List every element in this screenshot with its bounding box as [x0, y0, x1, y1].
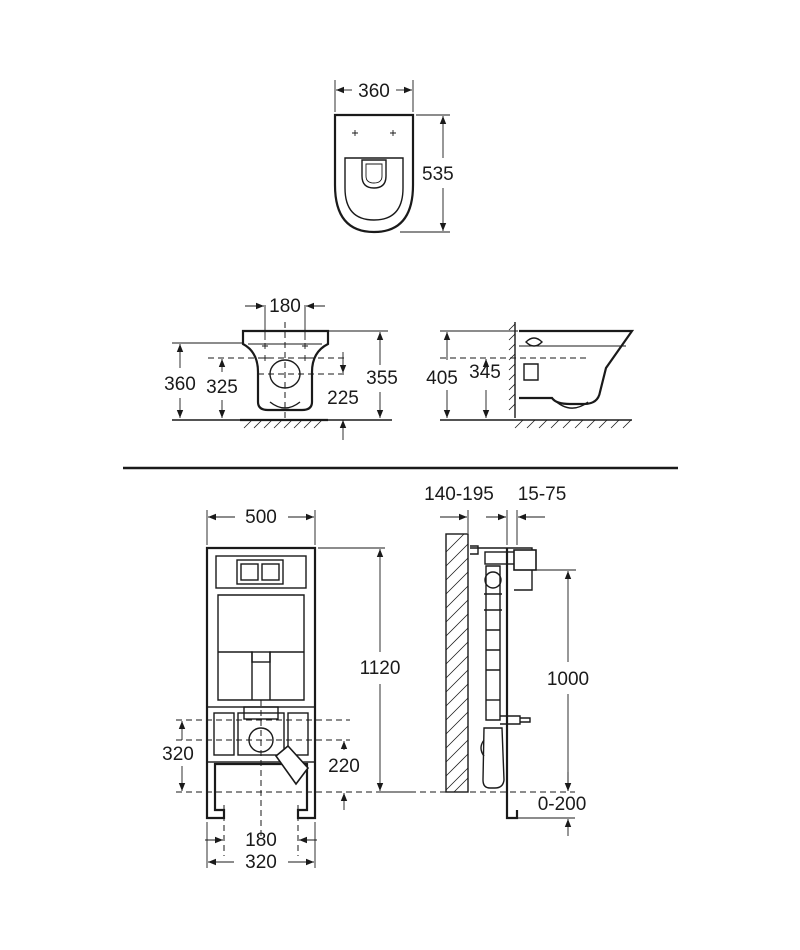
waste-elbow	[274, 744, 310, 786]
bowl-front-outline	[241, 329, 330, 412]
frame-side-post	[505, 548, 519, 820]
front-height-left-label: 360	[164, 374, 196, 395]
seat-fixing-marks	[352, 130, 396, 136]
outlet-spacing-label: 180	[269, 296, 301, 317]
front-outlet-height-label: 225	[327, 388, 359, 409]
front-height-right-label: 355	[366, 368, 398, 389]
frame-width-label: 500	[245, 507, 277, 528]
flush-pipe	[485, 565, 501, 721]
bowl-opening	[361, 159, 387, 189]
wall-section	[445, 533, 469, 793]
floor-adjust-label: 0-200	[538, 794, 587, 815]
front-view: 180 360 325 225 355	[164, 296, 398, 440]
waste-pipe-side	[482, 727, 505, 789]
side-height-label: 405	[426, 368, 458, 389]
frame-outlet-height-label: 320	[162, 744, 194, 765]
top-width-label: 360	[358, 81, 390, 102]
frame-front-view: 500 1120 320 220 180 320	[162, 507, 410, 873]
bowl-inner	[344, 157, 404, 221]
bowl-outline	[333, 113, 415, 234]
flush-height-label: 1000	[547, 669, 589, 690]
cistern	[217, 594, 305, 701]
bowl-side-outline	[519, 329, 635, 406]
feet-outer-label: 320	[245, 852, 277, 873]
top-depth-label: 535	[422, 164, 454, 185]
side-view: 405 345	[426, 322, 635, 429]
frame-side-view: 140-195 15-75 1000 0-200	[380, 484, 589, 836]
side-inlet-height-label: 345	[469, 362, 501, 383]
frame-height-label: 1120	[360, 658, 401, 679]
offset-range-label: 15-75	[518, 484, 567, 505]
depth-range-label: 140-195	[424, 484, 494, 505]
feet-inner-label: 180	[245, 830, 277, 851]
frame-waste-height-label: 220	[328, 756, 360, 777]
flush-plate-area	[215, 555, 307, 589]
wall-hatch	[445, 533, 469, 793]
front-inlet-height-label: 325	[206, 377, 238, 398]
top-view: 360 535	[333, 80, 454, 234]
